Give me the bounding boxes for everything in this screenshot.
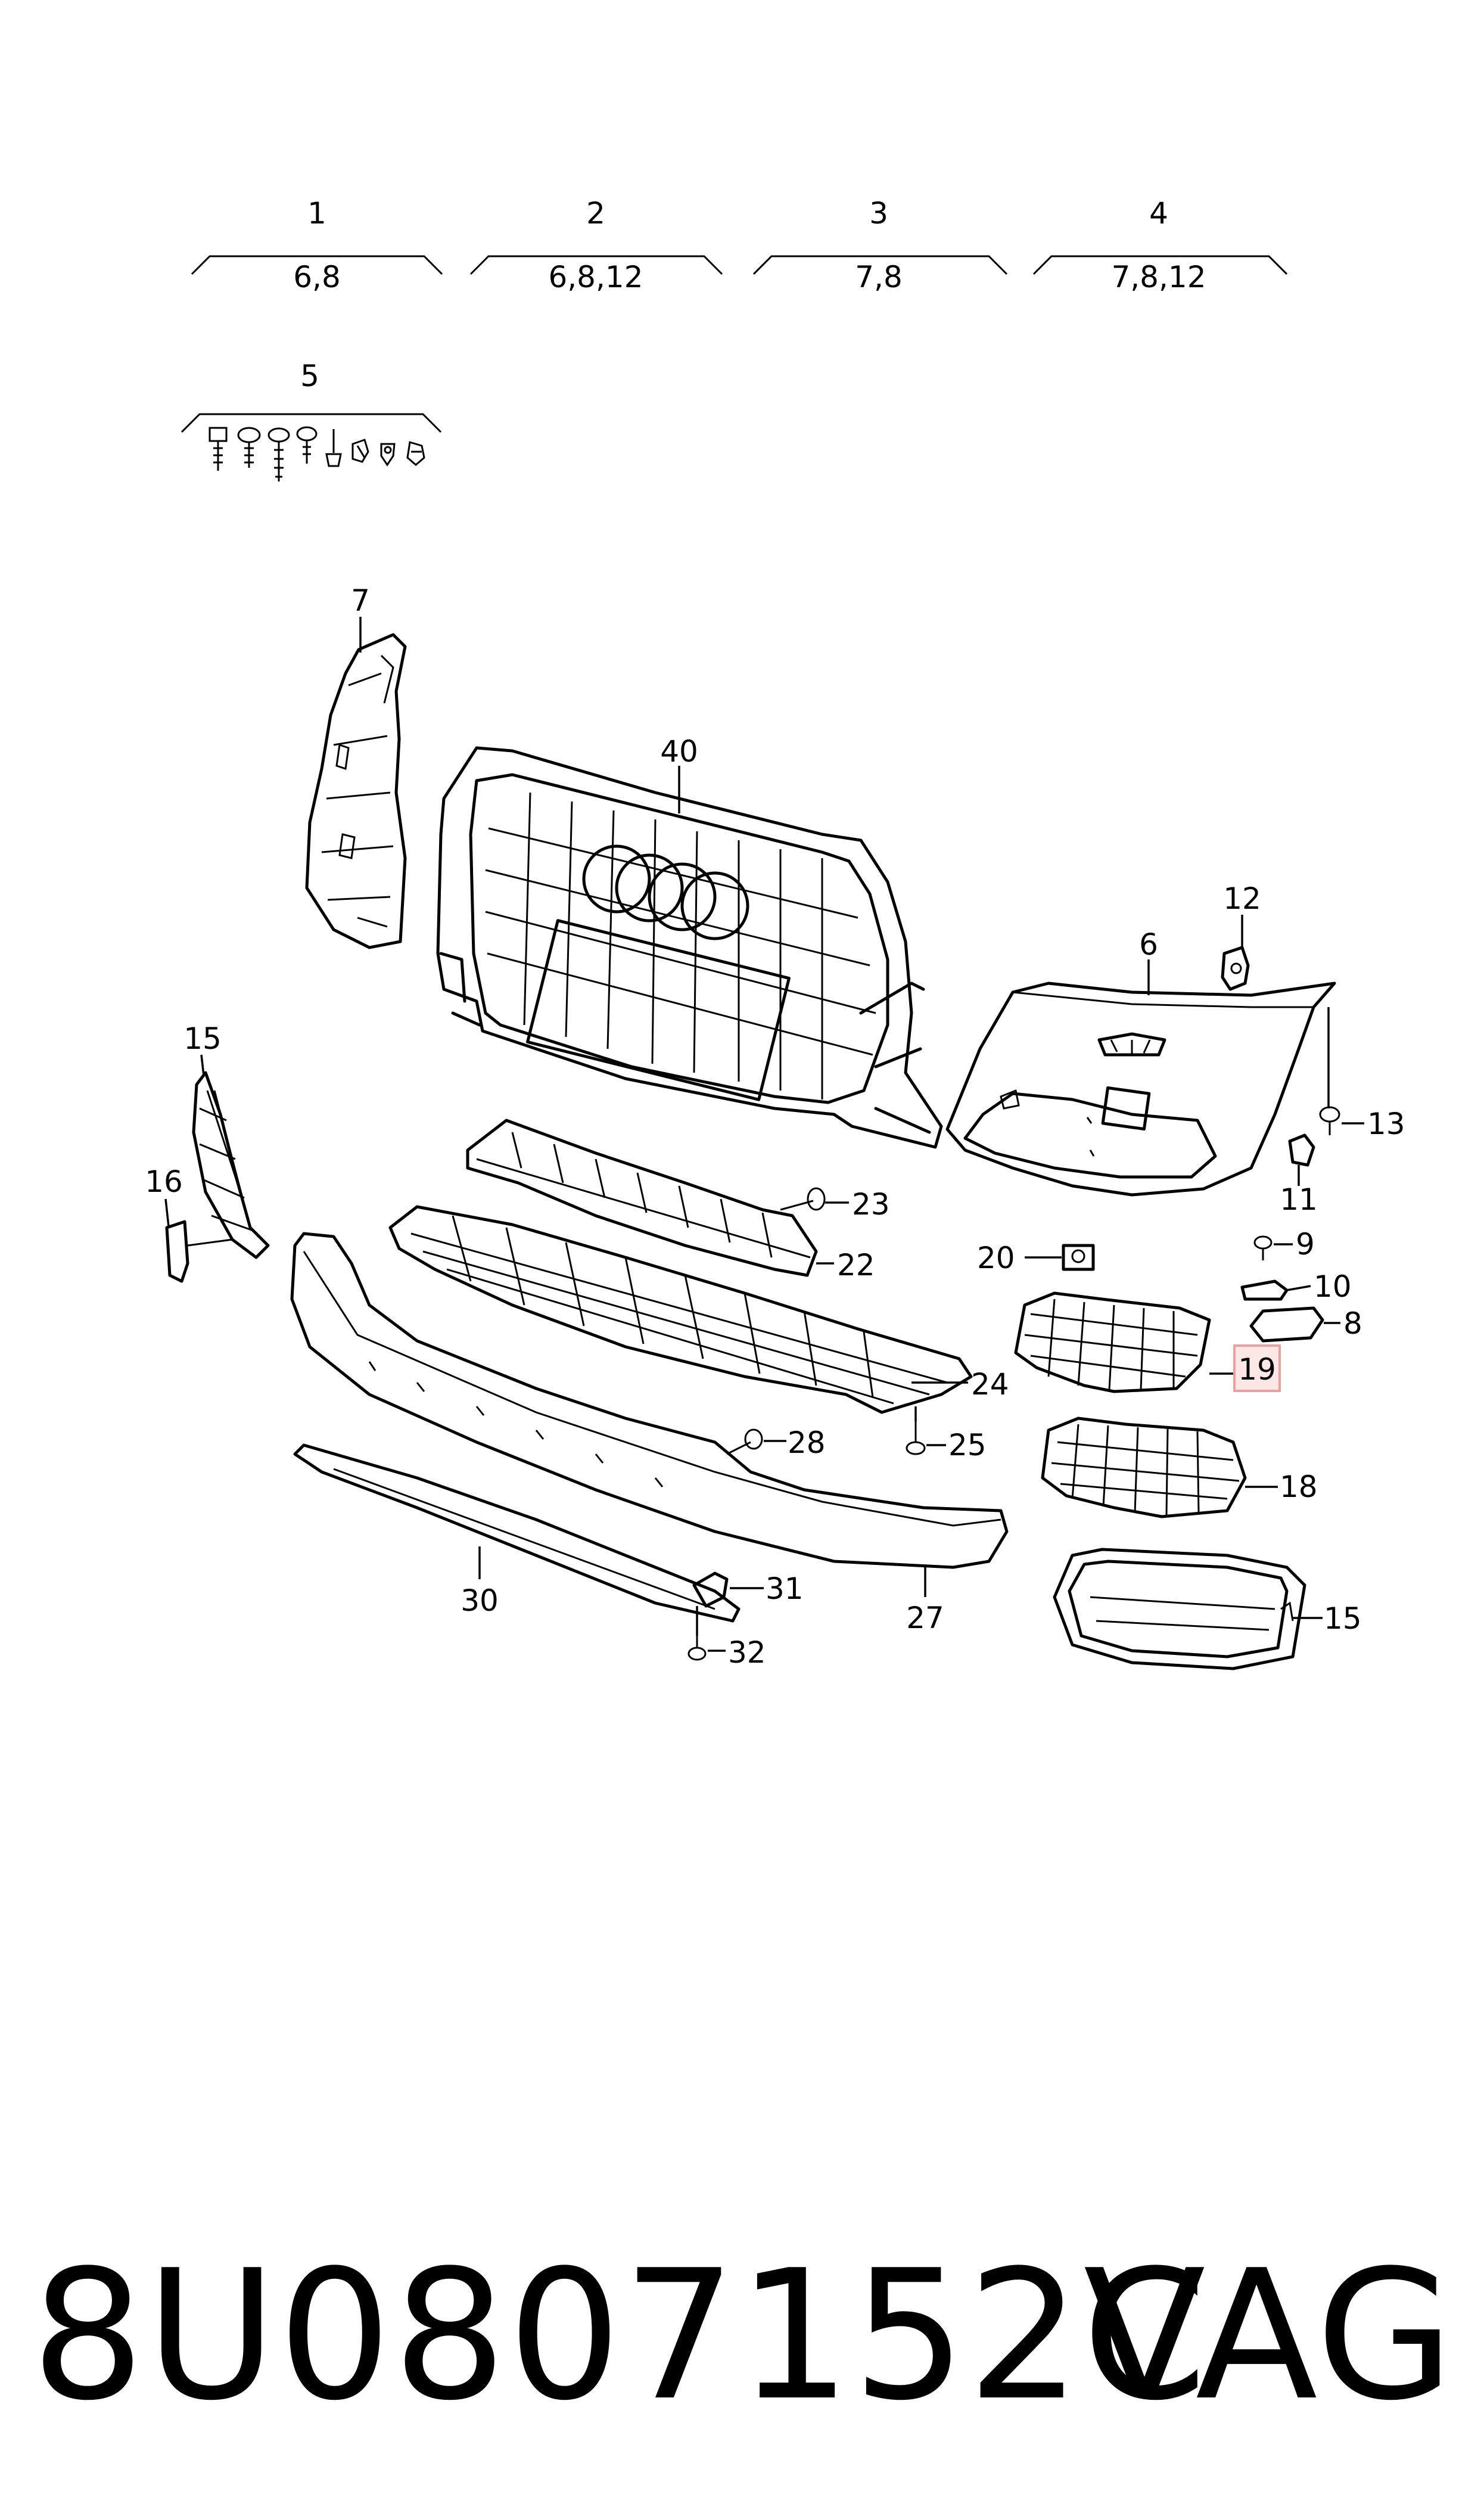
callout-8: 8 xyxy=(1343,1306,1362,1341)
part-18-grille-insert xyxy=(1041,1417,1278,1518)
part-15-fog-frame-right xyxy=(1053,1548,1323,1670)
part-27-bumper-lower xyxy=(290,1232,1009,1597)
group-bracket-2: 2 6,8,12 xyxy=(469,196,723,294)
callout-30: 30 xyxy=(461,1583,499,1618)
callouts: 7 40 12 6 15 13 16 11 23 9 20 22 10 8 19… xyxy=(145,583,1405,1670)
group-number: 2 xyxy=(586,196,605,231)
part-20-nut xyxy=(1025,1244,1095,1271)
callout-6: 6 xyxy=(1139,927,1158,962)
callout-28: 28 xyxy=(788,1425,826,1460)
brand-label: VAG xyxy=(1083,2232,1455,2440)
group-number: 5 xyxy=(300,359,319,393)
part-6-bumper-cover xyxy=(945,959,1336,1197)
group-bracket-4: 4 7,8,12 xyxy=(1032,196,1288,294)
callout-9: 9 xyxy=(1296,1227,1315,1262)
part-23-bolt xyxy=(780,1187,849,1211)
bolt-icon xyxy=(237,427,261,468)
callout-27: 27 xyxy=(906,1601,944,1635)
group-bracket-1: 1 6,8 xyxy=(191,196,443,294)
part-32-screw xyxy=(687,1606,726,1661)
part-28-bolt xyxy=(726,1428,786,1455)
callout-16: 16 xyxy=(145,1164,183,1199)
part-19-grille-insert xyxy=(1014,1291,1241,1393)
group-refs: 7,8,12 xyxy=(1111,260,1206,294)
part-13-screw xyxy=(1319,1007,1364,1135)
callout-11: 11 xyxy=(1280,1182,1318,1217)
callout-20: 20 xyxy=(977,1241,1015,1275)
group-number: 1 xyxy=(307,196,326,231)
part-11-bracket xyxy=(1288,1133,1315,1186)
callout-10: 10 xyxy=(1314,1269,1352,1304)
part-40-grille xyxy=(436,746,943,1149)
screw-icon xyxy=(267,427,290,482)
callout-15-right: 15 xyxy=(1324,1601,1362,1636)
callout-25: 25 xyxy=(948,1428,987,1462)
callout-19-highlight: 19 xyxy=(1233,1344,1281,1392)
callout-19: 19 xyxy=(1238,1352,1276,1387)
part-7-side-bracket xyxy=(305,617,407,949)
part-number: 8U0807152C xyxy=(31,2232,1209,2440)
callout-12: 12 xyxy=(1223,881,1261,916)
clip-icon xyxy=(351,439,369,463)
bolt-icon xyxy=(209,427,228,471)
part-25-screw xyxy=(906,1406,946,1455)
part-31-clip xyxy=(692,1571,764,1608)
callout-31: 31 xyxy=(766,1571,804,1606)
part-10-bracket xyxy=(1240,1279,1311,1301)
highlight-box xyxy=(1233,1344,1281,1392)
part-12-clip xyxy=(1221,915,1250,991)
part-8-cap xyxy=(1249,1306,1340,1343)
callout-22: 22 xyxy=(837,1248,875,1282)
callout-15-left: 15 xyxy=(183,1021,222,1056)
group-number: 3 xyxy=(869,196,888,231)
bolt-icon xyxy=(296,426,318,464)
part-24-lower-grille xyxy=(388,1205,973,1414)
callout-40: 40 xyxy=(660,734,698,769)
callout-32: 32 xyxy=(728,1635,766,1670)
rivet-icon xyxy=(325,429,342,467)
part-16-bracket xyxy=(164,1198,233,1283)
clip-icon xyxy=(406,441,425,466)
part-30-spoiler xyxy=(293,1443,741,1623)
clip-icon xyxy=(380,443,396,467)
part-15-fog-grille-left xyxy=(192,1054,270,1259)
callout-24: 24 xyxy=(971,1367,1009,1402)
callout-23: 23 xyxy=(852,1187,890,1222)
callout-18: 18 xyxy=(1280,1470,1318,1504)
group-refs: 7,8 xyxy=(855,260,903,294)
group-refs: 6,8 xyxy=(293,260,341,294)
callout-7: 7 xyxy=(351,583,370,618)
callout-13: 13 xyxy=(1367,1107,1405,1141)
group-refs: 6,8,12 xyxy=(548,260,643,294)
group-number: 4 xyxy=(1149,196,1168,231)
part-22-upper-strip xyxy=(466,1119,834,1277)
fastener-group: 5 xyxy=(181,359,442,482)
group-bracket-3: 3 7,8 xyxy=(752,196,1008,294)
part-9-bolt xyxy=(1253,1235,1293,1260)
